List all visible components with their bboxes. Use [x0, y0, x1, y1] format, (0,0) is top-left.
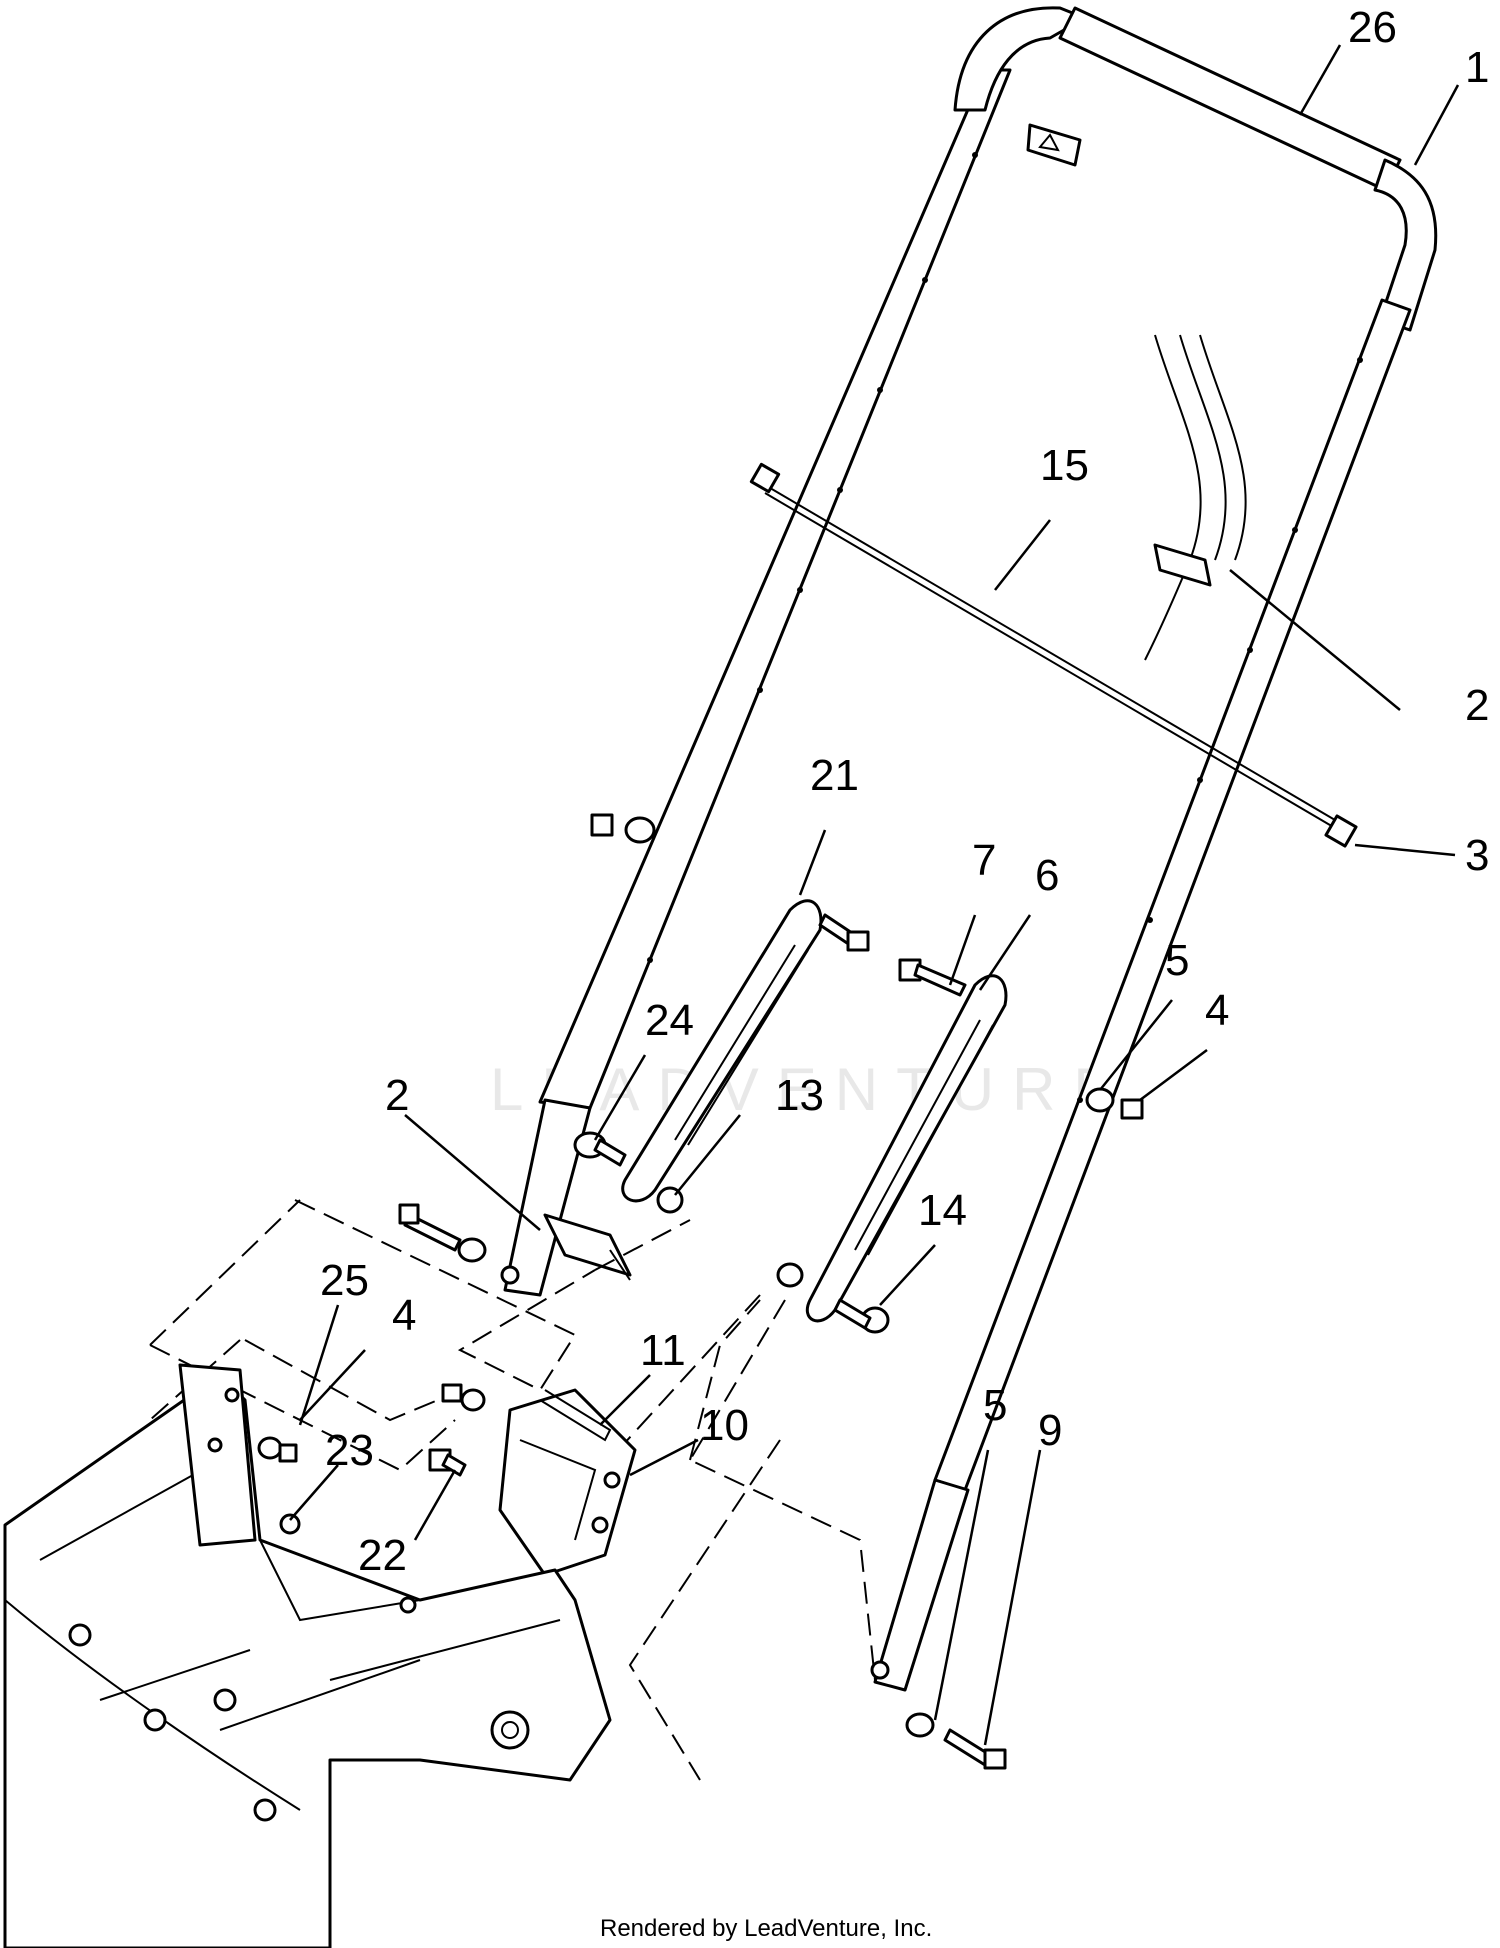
callout-4-upper: 4 — [1205, 986, 1229, 1035]
rod-nut-left — [749, 462, 781, 494]
mower-deck — [3, 1363, 612, 1948]
callout-11: 11 — [640, 1326, 686, 1375]
washer-5-lower — [905, 1712, 935, 1738]
assembly-line-left — [294, 1199, 596, 1392]
left-handle-mount — [503, 1098, 592, 1297]
callout-22: 22 — [358, 1531, 407, 1580]
cable-clip-upper — [1153, 543, 1212, 587]
callout-21: 21 — [810, 751, 859, 800]
handle-assembly — [538, 6, 1438, 1492]
cable-clip-lower — [543, 1213, 632, 1277]
callout-15: 15 — [1040, 441, 1089, 490]
control-cable — [1144, 334, 1202, 661]
callout-3: 3 — [1465, 831, 1489, 880]
callout-5-upper: 5 — [1165, 936, 1189, 985]
footer-credit: Rendered by LeadVenture, Inc. — [600, 1915, 932, 1942]
callout-1: 1 — [1465, 43, 1489, 92]
left-washer — [624, 816, 656, 844]
callout-4-lower: 4 — [392, 1291, 416, 1340]
washer-10-left — [460, 1388, 486, 1412]
left-bolt-washer — [457, 1237, 487, 1263]
nut-10-left — [441, 1383, 463, 1403]
bolt-9 — [943, 1728, 992, 1767]
left-nut — [590, 813, 614, 837]
callout-13: 13 — [775, 1071, 824, 1120]
callout-9: 9 — [1038, 1406, 1062, 1455]
callout-2-lower: 2 — [385, 1071, 409, 1120]
callout-14: 14 — [918, 1186, 967, 1235]
clip-11 — [539, 1389, 612, 1442]
washer-5-upper — [1085, 1087, 1115, 1113]
callout-25: 25 — [320, 1256, 369, 1305]
callout-26: 26 — [1348, 3, 1397, 52]
rod-nut-right — [1324, 814, 1358, 848]
callout-2-upper: 2 — [1465, 681, 1489, 730]
nut-14-washer — [776, 1262, 804, 1288]
callout-23: 23 — [325, 1426, 374, 1475]
callout-7: 7 — [972, 836, 996, 885]
right-handle-mount — [873, 1478, 970, 1692]
callout-5-lower: 5 — [983, 1381, 1007, 1430]
handle-rod — [764, 484, 1336, 821]
callout-10: 10 — [700, 1401, 749, 1450]
callout-6: 6 — [1035, 851, 1059, 900]
callout-24: 24 — [645, 996, 694, 1045]
nut-4-upper — [1120, 1098, 1144, 1120]
bracket-21 — [621, 899, 823, 1203]
